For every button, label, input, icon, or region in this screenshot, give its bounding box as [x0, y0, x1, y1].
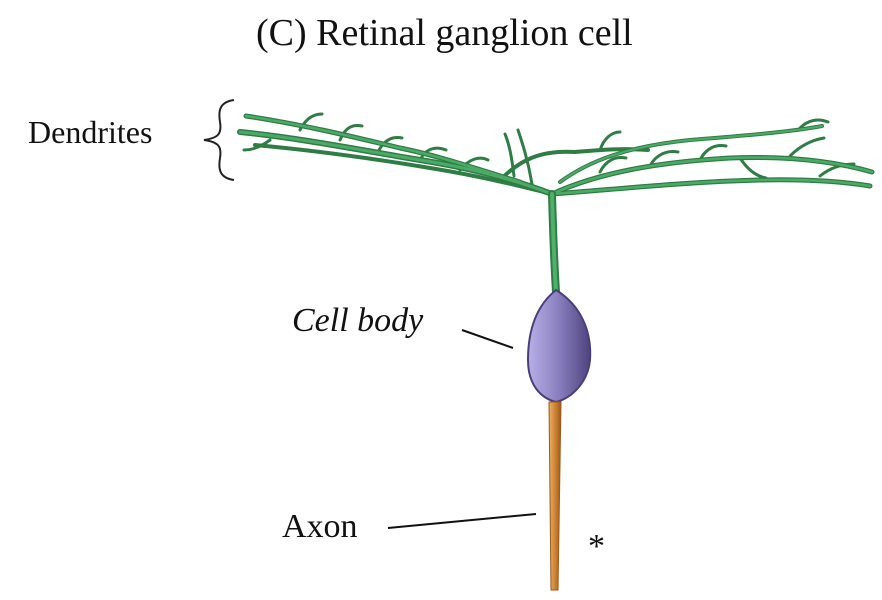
dendrites-brace: [204, 100, 234, 180]
cell-body-label: Cell body: [292, 304, 423, 338]
figure-title: (C) Retinal ganglion cell: [256, 14, 633, 52]
dendrite-arbor: [240, 114, 872, 194]
axon-label: Axon: [282, 510, 358, 544]
cell-body-soma: [528, 290, 590, 402]
axon-leader-line: [388, 514, 536, 528]
asterisk-marker: *: [588, 530, 605, 564]
dendrites-label: Dendrites: [28, 116, 152, 148]
cell-body-leader-line: [462, 330, 513, 348]
axon-fiber: [549, 402, 561, 590]
